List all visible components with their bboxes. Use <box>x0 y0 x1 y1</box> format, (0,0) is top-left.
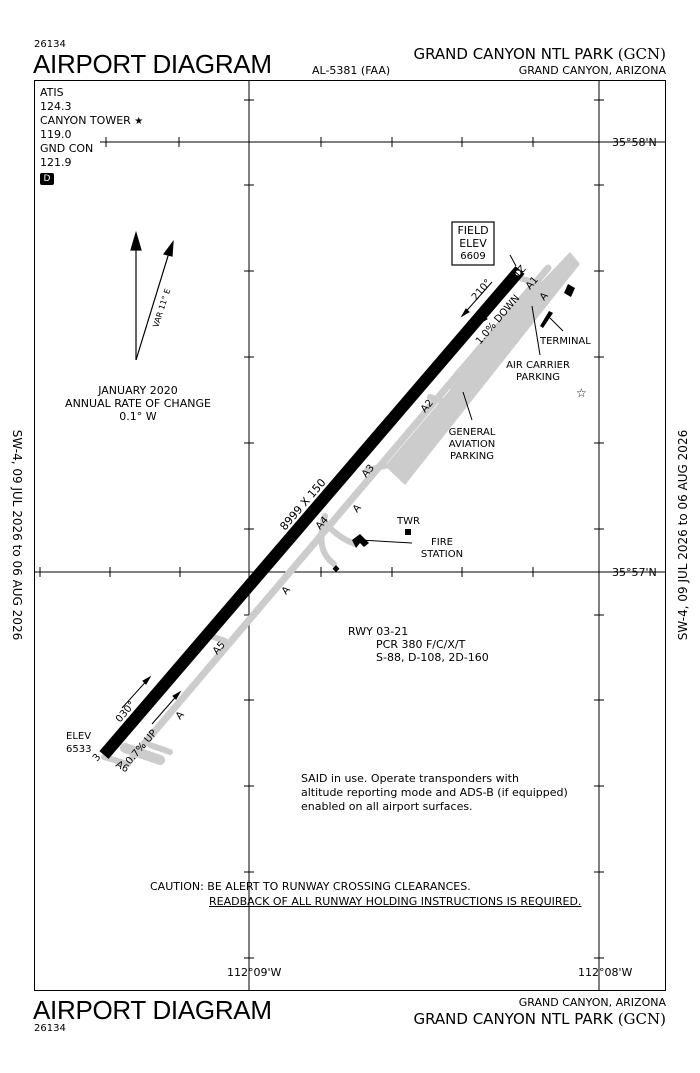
runway-03-21 <box>99 266 525 759</box>
callout-lines <box>359 254 564 544</box>
small-building <box>332 565 340 573</box>
elev-sw-value: 6533 <box>66 744 92 755</box>
tower-line: CANYON TOWER ★ <box>40 114 143 128</box>
fire-station-building <box>352 534 369 548</box>
star-icon: ★ <box>134 116 144 127</box>
said-note: SAID in use. Operate transponders with a… <box>301 772 568 814</box>
terminal-buildings <box>540 284 575 328</box>
said-line3: enabled on all airport surfaces. <box>301 800 473 813</box>
magvar-info: JANUARY 2020 ANNUAL RATE OF CHANGE 0.1° … <box>65 384 211 424</box>
tower-frequency: 119.0 <box>40 128 72 141</box>
footer-title: AIRPORT DIAGRAM <box>33 995 272 1025</box>
air-carrier-parking: AIR CARRIER PARKING <box>506 360 570 384</box>
beacon-icon: ☆ <box>576 386 587 400</box>
runway-info-line3: S-88, D-108, 2D-160 <box>376 651 489 665</box>
runway-arrows <box>121 281 499 725</box>
ga-line2: AVIATION <box>448 439 496 450</box>
magvar-rate-value: 0.1° W <box>119 410 157 424</box>
runway-end-dot <box>515 270 521 276</box>
magvar-date: JANUARY 2020 <box>98 384 178 397</box>
grid-lines <box>34 80 666 991</box>
caution-line2: READBACK OF ALL RUNWAY HOLDING INSTRUCTI… <box>209 895 582 908</box>
procedure-number: 26134 <box>34 39 66 50</box>
tower-marker <box>405 529 411 535</box>
taxiway-a-label-sw: A <box>174 709 187 721</box>
footer-location: GRAND CANYON, ARIZONA <box>518 996 666 1009</box>
said-line1: SAID in use. Operate transponders with <box>301 772 519 785</box>
fire-line2: STATION <box>420 549 464 560</box>
d-badge: D <box>40 173 54 185</box>
latitude-north-label: 35°58'N <box>612 136 657 149</box>
magvar-rate-label: ANNUAL RATE OF CHANGE <box>65 397 211 411</box>
ga-line3: PARKING <box>450 451 494 462</box>
said-line2: altitude reporting mode and ADS-B (if eq… <box>301 786 568 799</box>
diagram-frame <box>34 80 666 991</box>
taxiway-a-label-low: A <box>280 584 293 596</box>
longitude-east-label: 112°08'W <box>578 966 633 979</box>
field-elevation: FIELD ELEV 6609 <box>452 224 494 263</box>
fire-station-label: FIRE STATION <box>421 537 463 561</box>
ga-parking: GENERAL AVIATION PARKING <box>449 427 496 463</box>
terminal-label: TERMINAL <box>540 336 591 347</box>
field-elev-value: 6609 <box>460 251 486 262</box>
runway-end-3: 3 <box>91 752 104 764</box>
tower-label: TWR <box>397 516 420 527</box>
airport-name: GRAND CANYON NTL PARK <box>413 45 613 63</box>
air-carrier-line2: PARKING <box>516 372 560 383</box>
runway-info-line1: RWY 03-21 <box>348 625 409 638</box>
footer-airport-code: (GCN) <box>617 1010 666 1028</box>
runway-info-line2: PCR 380 F/C/X/T <box>376 638 466 652</box>
fire-line1: FIRE <box>431 537 453 548</box>
field-elev-label2: ELEV <box>459 237 487 250</box>
grid-ticks <box>39 99 604 959</box>
page-title: AIRPORT DIAGRAM <box>33 49 272 79</box>
footer-airport-name: GRAND CANYON NTL PARK <box>413 1010 613 1028</box>
tower-label: CANYON TOWER <box>40 114 131 127</box>
caution-line1: CAUTION: BE ALERT TO RUNWAY CROSSING CLE… <box>150 880 471 893</box>
latitude-south-label: 35°57'N <box>612 566 657 579</box>
al-number: AL-5381 (FAA) <box>312 64 391 77</box>
longitude-west-label: 112°09'W <box>227 966 282 979</box>
footer-procedure-number: 26134 <box>34 1023 66 1034</box>
magvar-label: VAR 11° E <box>151 287 172 328</box>
magvar-arrows <box>130 230 174 361</box>
connector-taxiways <box>101 275 548 767</box>
taxiway-a <box>120 264 552 765</box>
ground-label: GND CON <box>40 142 94 155</box>
footer-airport-line: GRAND CANYON NTL PARK (GCN) <box>413 1012 666 1027</box>
ga-line1: GENERAL <box>448 427 496 438</box>
ground-frequency: 121.9 <box>40 156 72 169</box>
field-elev-label1: FIELD <box>457 224 489 237</box>
taxiway-a-label-mid: A <box>351 502 364 514</box>
airport-name-line: GRAND CANYON NTL PARK (GCN) <box>413 47 666 62</box>
ga-apron <box>385 252 580 485</box>
elev-sw-label: ELEV <box>66 731 92 742</box>
atis-frequency: 124.3 <box>40 100 72 113</box>
airport-location: GRAND CANYON, ARIZONA <box>518 64 666 77</box>
field-elev-box <box>451 221 495 266</box>
air-carrier-line1: AIR CARRIER <box>506 360 570 371</box>
runway-info: RWY 03-21 PCR 380 F/C/X/T S-88, D-108, 2… <box>348 625 489 665</box>
atis-label: ATIS <box>40 86 64 99</box>
airport-code: (GCN) <box>617 45 666 63</box>
